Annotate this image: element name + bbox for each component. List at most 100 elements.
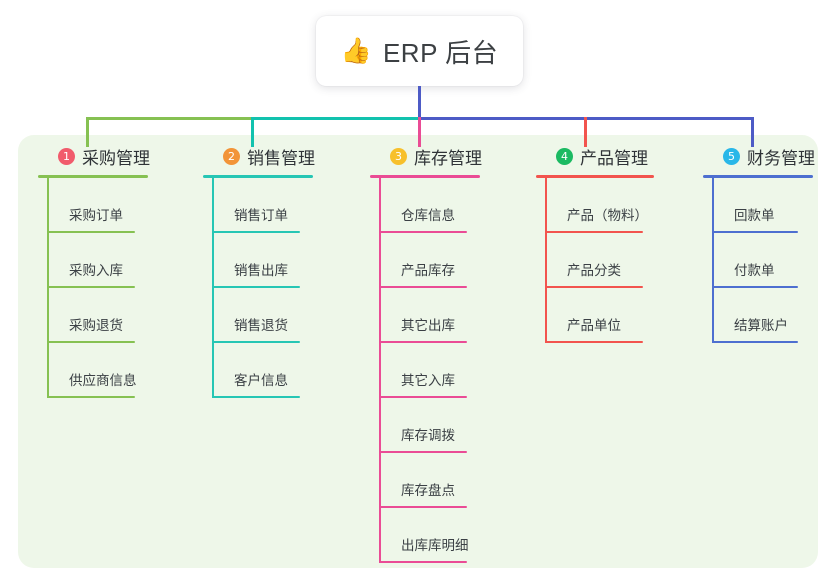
- branch-rule-5: [703, 175, 813, 178]
- leaf-item-label: 结算账户: [734, 318, 788, 333]
- leaf-item[interactable]: 供应商信息: [38, 343, 188, 398]
- leaf-item-label: 销售出库: [234, 263, 288, 278]
- leaf-item-rule: [47, 341, 135, 343]
- leaf-item-rule: [712, 286, 798, 288]
- leaf-item[interactable]: 出库库明细: [370, 508, 520, 563]
- leaf-item-rule: [712, 341, 798, 343]
- leaf-item[interactable]: 库存盘点: [370, 453, 520, 508]
- leaf-item-label: 出库库明细: [401, 538, 469, 553]
- leaf-item[interactable]: 其它入库: [370, 343, 520, 398]
- leaf-item[interactable]: 产品（物料）: [536, 178, 696, 233]
- branch-header-5[interactable]: 5 财务管理: [703, 143, 839, 169]
- leaf-item[interactable]: 其它出库: [370, 288, 520, 343]
- branch-spine-4: [545, 178, 547, 343]
- leaf-item-rule: [379, 451, 467, 453]
- branch-header-2[interactable]: 2 销售管理: [203, 143, 353, 169]
- leaf-item-label: 库存调拨: [401, 428, 455, 443]
- branch-spine-2: [212, 178, 214, 398]
- leaf-item-rule: [379, 506, 467, 508]
- branch-column-5: 5 财务管理 回款单付款单结算账户: [703, 143, 839, 343]
- leaf-item-rule: [712, 231, 798, 233]
- leaf-item[interactable]: 仓库信息: [370, 178, 520, 233]
- leaf-item-label: 产品单位: [567, 318, 621, 333]
- branch-items-1: 采购订单采购入库采购退货供应商信息: [38, 178, 188, 398]
- leaf-item-rule: [379, 286, 467, 288]
- leaf-item-rule: [545, 341, 643, 343]
- leaf-item-label: 付款单: [734, 263, 775, 278]
- leaf-item-label: 供应商信息: [69, 373, 137, 388]
- branch-title-4: 产品管理: [580, 148, 648, 168]
- branch-spine-3: [379, 178, 381, 563]
- leaf-item[interactable]: 结算账户: [703, 288, 839, 343]
- leaf-item-rule: [212, 231, 300, 233]
- leaf-item-label: 产品分类: [567, 263, 621, 278]
- root-node[interactable]: 👍 ERP 后台: [316, 16, 523, 86]
- thumbs-up-icon: 👍: [340, 36, 372, 65]
- branch-header-1[interactable]: 1 采购管理: [38, 143, 188, 169]
- branch-rule-4: [536, 175, 654, 178]
- leaf-item-label: 销售订单: [234, 208, 288, 223]
- leaf-item-rule: [212, 396, 300, 398]
- leaf-item[interactable]: 产品库存: [370, 233, 520, 288]
- branch-rule-1: [38, 175, 148, 178]
- leaf-item-label: 采购订单: [69, 208, 123, 223]
- leaf-item-label: 仓库信息: [401, 208, 455, 223]
- branch-badge-3: 3: [390, 147, 407, 165]
- leaf-item-label: 销售退货: [234, 318, 288, 333]
- leaf-item-label: 库存盘点: [401, 483, 455, 498]
- leaf-item[interactable]: 采购订单: [38, 178, 188, 233]
- leaf-item[interactable]: 采购入库: [38, 233, 188, 288]
- leaf-item[interactable]: 客户信息: [203, 343, 353, 398]
- branch-items-4: 产品（物料） 产品分类产品单位: [536, 178, 696, 343]
- branch-title-5: 财务管理: [747, 148, 815, 168]
- leaf-item[interactable]: 回款单: [703, 178, 839, 233]
- leaf-item-label: 回款单: [734, 208, 775, 223]
- leaf-item-label: 其它入库: [401, 373, 455, 388]
- leaf-item-label: 客户信息: [234, 373, 288, 388]
- branch-column-2: 2 销售管理 销售订单销售出库销售退货客户信息: [203, 143, 353, 398]
- leaf-item-label: 产品（物料）: [567, 208, 648, 223]
- leaf-item[interactable]: 产品单位: [536, 288, 696, 343]
- branch-badge-4: 4: [556, 147, 573, 165]
- leaf-item-rule: [379, 396, 467, 398]
- branch-badge-1: 1: [58, 147, 75, 165]
- leaf-item-rule: [545, 286, 643, 288]
- leaf-item[interactable]: 销售退货: [203, 288, 353, 343]
- branch-title-3: 库存管理: [414, 148, 482, 168]
- leaf-item-label: 其它出库: [401, 318, 455, 333]
- leaf-item-rule: [47, 396, 135, 398]
- leaf-item-rule: [545, 231, 643, 233]
- branch-title-1: 采购管理: [82, 148, 150, 168]
- leaf-item[interactable]: 销售订单: [203, 178, 353, 233]
- leaf-item[interactable]: 付款单: [703, 233, 839, 288]
- branch-column-1: 1 采购管理 采购订单采购入库采购退货供应商信息: [38, 143, 188, 398]
- branch-column-4: 4 产品管理 产品（物料） 产品分类产品单位: [536, 143, 696, 343]
- leaf-item[interactable]: 产品分类: [536, 233, 696, 288]
- branch-items-2: 销售订单销售出库销售退货客户信息: [203, 178, 353, 398]
- leaf-item-rule: [379, 341, 467, 343]
- branch-spine-1: [47, 178, 49, 398]
- leaf-item-rule: [379, 561, 467, 563]
- branch-items-5: 回款单付款单结算账户: [703, 178, 839, 343]
- leaf-item-rule: [47, 286, 135, 288]
- root-node-content: 👍 ERP 后台: [341, 33, 498, 70]
- leaf-item[interactable]: 销售出库: [203, 233, 353, 288]
- branch-title-2: 销售管理: [247, 148, 315, 168]
- branch-header-4[interactable]: 4 产品管理: [536, 143, 696, 169]
- leaf-item-rule: [212, 286, 300, 288]
- branch-rule-2: [203, 175, 313, 178]
- leaf-item-rule: [47, 231, 135, 233]
- branch-header-3[interactable]: 3 库存管理: [370, 143, 520, 169]
- leaf-item[interactable]: 采购退货: [38, 288, 188, 343]
- leaf-item[interactable]: 库存调拨: [370, 398, 520, 453]
- branch-badge-5: 5: [723, 147, 740, 165]
- branch-badge-2: 2: [223, 147, 240, 165]
- leaf-item-label: 采购退货: [69, 318, 123, 333]
- leaf-item-label: 产品库存: [401, 263, 455, 278]
- leaf-item-rule: [212, 341, 300, 343]
- leaf-item-rule: [379, 231, 467, 233]
- branches-panel: [18, 135, 818, 568]
- root-title: ERP 后台: [382, 37, 499, 68]
- branch-rule-3: [370, 175, 480, 178]
